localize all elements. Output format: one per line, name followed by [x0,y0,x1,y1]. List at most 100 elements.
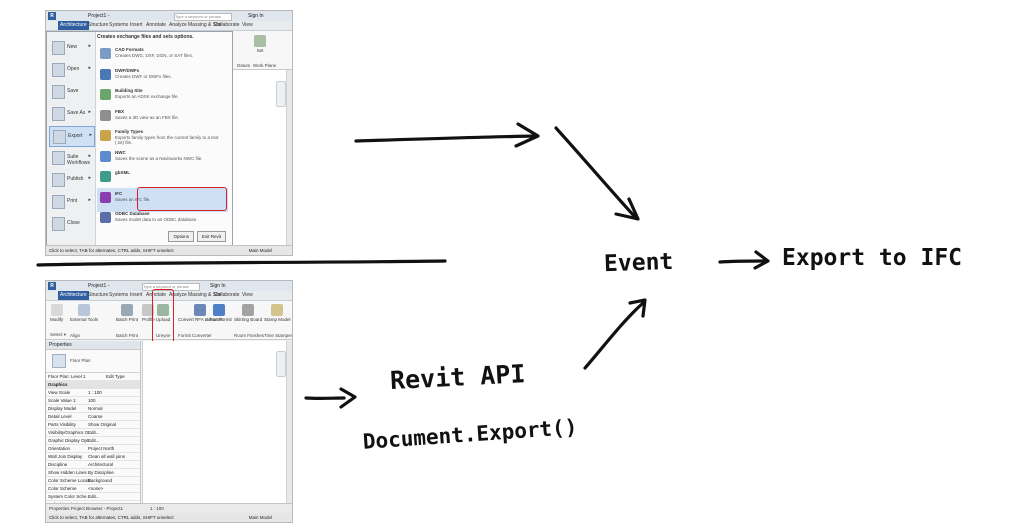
tab-annotate[interactable]: Annotate [146,292,167,298]
tab-structure[interactable]: Structure [88,292,109,298]
property-value[interactable]: 1 : 100 [88,390,102,395]
property-value[interactable]: Edit... [88,430,100,435]
vertical-scrollbar[interactable] [286,70,292,245]
file-menu-suite-workflows[interactable]: Suite Workflows▸ [49,148,93,167]
property-value[interactable]: Architectural [88,462,114,467]
batch-print-button[interactable]: Batch Print [116,304,138,322]
submenu-arrow-icon: ▸ [88,197,91,203]
tab-collaborate[interactable]: Collaborate [214,292,240,298]
tab-systems[interactable]: Systems [109,292,129,298]
property-value[interactable]: Coarse [88,414,103,419]
navigation-bar[interactable] [276,351,286,377]
group-batch-print: Batch Print [116,333,139,338]
tab-analyze[interactable]: Analyze [169,22,187,28]
tab-collaborate[interactable]: Collaborate [214,22,240,28]
property-value[interactable]: Show Original [88,422,117,427]
panel-tabs[interactable]: Properties Project Browser - Project1 [49,506,124,511]
signin-link[interactable]: Sign In [248,13,264,19]
modify-button[interactable]: Modify [50,304,63,322]
property-row: Color Scheme Locati...Background [46,477,140,485]
property-value[interactable]: Edit... [88,438,100,443]
external-tools-icon [78,304,91,316]
upload-button[interactable]: Upload [156,304,170,322]
external-tools-button[interactable]: External Tools [70,304,98,322]
tab-insert[interactable]: Insert [130,292,143,298]
file-menu-label: Publish [67,176,84,182]
document-export-label: Document.Export() [362,415,578,454]
export-icon [53,130,66,144]
profile-button[interactable]: Profile [142,304,155,322]
file-menu-print[interactable]: Print▸ [49,192,93,211]
type-selector[interactable]: Floor Plan [46,350,140,373]
set-label: Set [256,48,264,53]
property-value[interactable]: Normal [88,406,103,411]
tab-analyze[interactable]: Analyze [169,292,187,298]
property-value[interactable]: Background [88,478,113,483]
exit-revit-button[interactable]: Exit Revit [196,231,226,242]
file-menu-save[interactable]: Save [49,82,93,101]
property-value[interactable]: Clean all wall joins [88,454,126,459]
revit-logo-icon[interactable]: R [48,12,56,20]
tab-architecture[interactable]: Architecture [58,21,89,30]
property-value[interactable]: 100 [88,398,96,403]
tab-massing-site[interactable]: Massing & Site [188,22,222,28]
screenshot-file-menu: R Project1 - Type a keyword or phrase Si… [45,10,293,256]
modify-icon [50,304,63,316]
property-value[interactable]: Edit... [88,494,100,499]
submenu-arrow-icon: ▸ [88,109,91,115]
skirting-board-button[interactable]: Skirting Board [234,304,262,322]
file-menu-new[interactable]: New▸ [49,38,93,57]
options-button[interactable]: Options [168,231,194,242]
file-menu-save-as[interactable]: Save As▸ [49,104,93,123]
vertical-scrollbar[interactable] [286,341,292,512]
export-option-title: Building Site [115,88,143,93]
property-value[interactable]: <none> [88,486,104,491]
drawing-area[interactable] [142,341,292,512]
stamp-model-button[interactable]: Stamp Model [264,304,291,322]
set-button[interactable]: Set [254,35,266,53]
tab-insert[interactable]: Insert [130,22,143,28]
export-gbxml[interactable]: gbXML [97,167,228,191]
about-formit-button[interactable]: About Formit [206,304,232,322]
property-group[interactable]: Graphics [46,381,140,389]
tab-view[interactable]: View [242,292,253,298]
tab-annotate[interactable]: Annotate [146,22,167,28]
tab-architecture[interactable]: Architecture [58,291,89,300]
tab-systems[interactable]: Systems [109,22,129,28]
file-menu-close[interactable]: Close [49,214,93,233]
navigation-bar[interactable] [276,81,286,107]
property-name: View Scale [48,390,71,395]
tab-structure[interactable]: Structure [88,22,109,28]
file-menu-export[interactable]: Export▸ [49,126,95,147]
sketch-strokes [36,122,770,409]
file-menu-publish[interactable]: Publish▸ [49,170,93,189]
tab-massing-site[interactable]: Massing & Site [188,292,222,298]
search-input[interactable]: Type a keyword or phrase [174,13,232,21]
convert-rfa-to-formit-button[interactable]: Convert RFA to Formit [178,304,223,322]
view-selector[interactable]: Floor Plan: Level 1 [48,374,86,379]
file-menu-open[interactable]: Open▸ [49,60,93,79]
property-value[interactable]: Project North [88,446,115,451]
signin-link[interactable]: Sign In [210,283,226,289]
view-scale-label[interactable]: 1 : 100 [150,506,164,511]
tab-view[interactable]: View [242,22,253,28]
arrow-event-to-export [718,259,768,264]
revit-logo-icon[interactable]: R [48,282,56,290]
property-name: Color Scheme Locati... [48,478,94,483]
upload-label: Upload [156,317,171,322]
view-selector-row[interactable]: Floor Plan: Level 1 Edit Type [46,373,140,381]
arrow-api-up-head [628,298,647,318]
property-value[interactable]: By Discipline [88,470,114,475]
edit-type-button[interactable]: Edit Type [106,374,125,379]
